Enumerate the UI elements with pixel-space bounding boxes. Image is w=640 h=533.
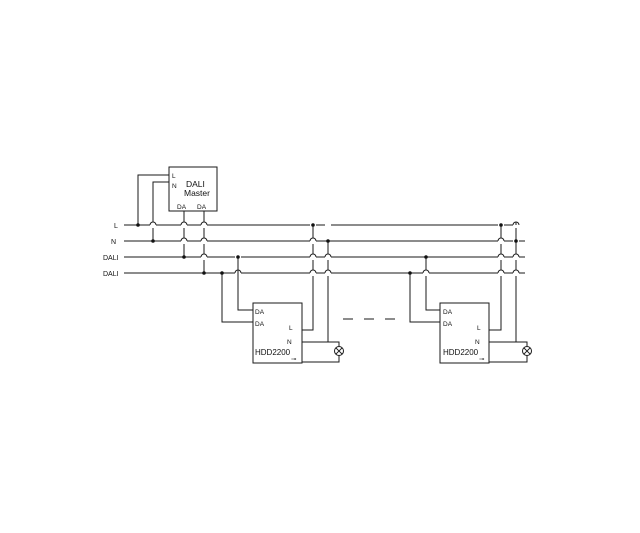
dimmer-1-name: HDD2200 (255, 348, 291, 357)
master-title-line-1: DALI (186, 179, 205, 189)
dimmer-2-terminal-n: N (475, 339, 480, 346)
dimmer-2-terminal-l: L (477, 325, 481, 332)
master-l-wire (137, 174, 169, 225)
master-terminal-l: L (172, 173, 176, 180)
dimmer-1-terminal-da-1: DA (255, 309, 265, 316)
dimmer-1-terminal-out: ⊸ (291, 356, 297, 363)
dali-master: L N DALI Master DA DA (136, 166, 218, 275)
master-terminal-da-2: DA (197, 204, 207, 211)
dimmer-2-terminal-out: ⊸ (479, 356, 485, 363)
crossover-hops (149, 221, 520, 274)
dimmer-1-terminal-da-2: DA (255, 321, 265, 328)
dimmer-1-box (252, 302, 303, 364)
master-terminal-da-1: DA (177, 204, 187, 211)
dimmer-2-box (439, 302, 490, 364)
master-terminal-n: N (172, 183, 177, 190)
dimmer-1: DA DA L N ⊸ HDD2200 (220, 223, 344, 364)
bus-label-l: L (114, 223, 118, 230)
bus-label-n: N (111, 239, 116, 246)
dimmer-2-terminal-da-1: DA (443, 309, 453, 316)
dimmer-1-terminal-n: N (287, 339, 292, 346)
master-n-wire (152, 181, 169, 241)
dali-master-box (168, 166, 218, 212)
bus-label-dali-1: DALI (103, 255, 119, 262)
dimmer-2: DA DA L N ⊸ HDD2200 (408, 222, 532, 364)
bus-label-dali-2: DALI (103, 271, 119, 278)
master-title-line-2: Master (184, 188, 210, 198)
dimmer-1-terminal-l: L (289, 325, 293, 332)
lamp-icon (522, 346, 532, 356)
dimmer-2-terminal-da-2: DA (443, 321, 453, 328)
dimmer-2-name: HDD2200 (443, 348, 479, 357)
bus-labels: L N DALI DALI (103, 223, 119, 278)
lamp-icon (334, 346, 344, 356)
